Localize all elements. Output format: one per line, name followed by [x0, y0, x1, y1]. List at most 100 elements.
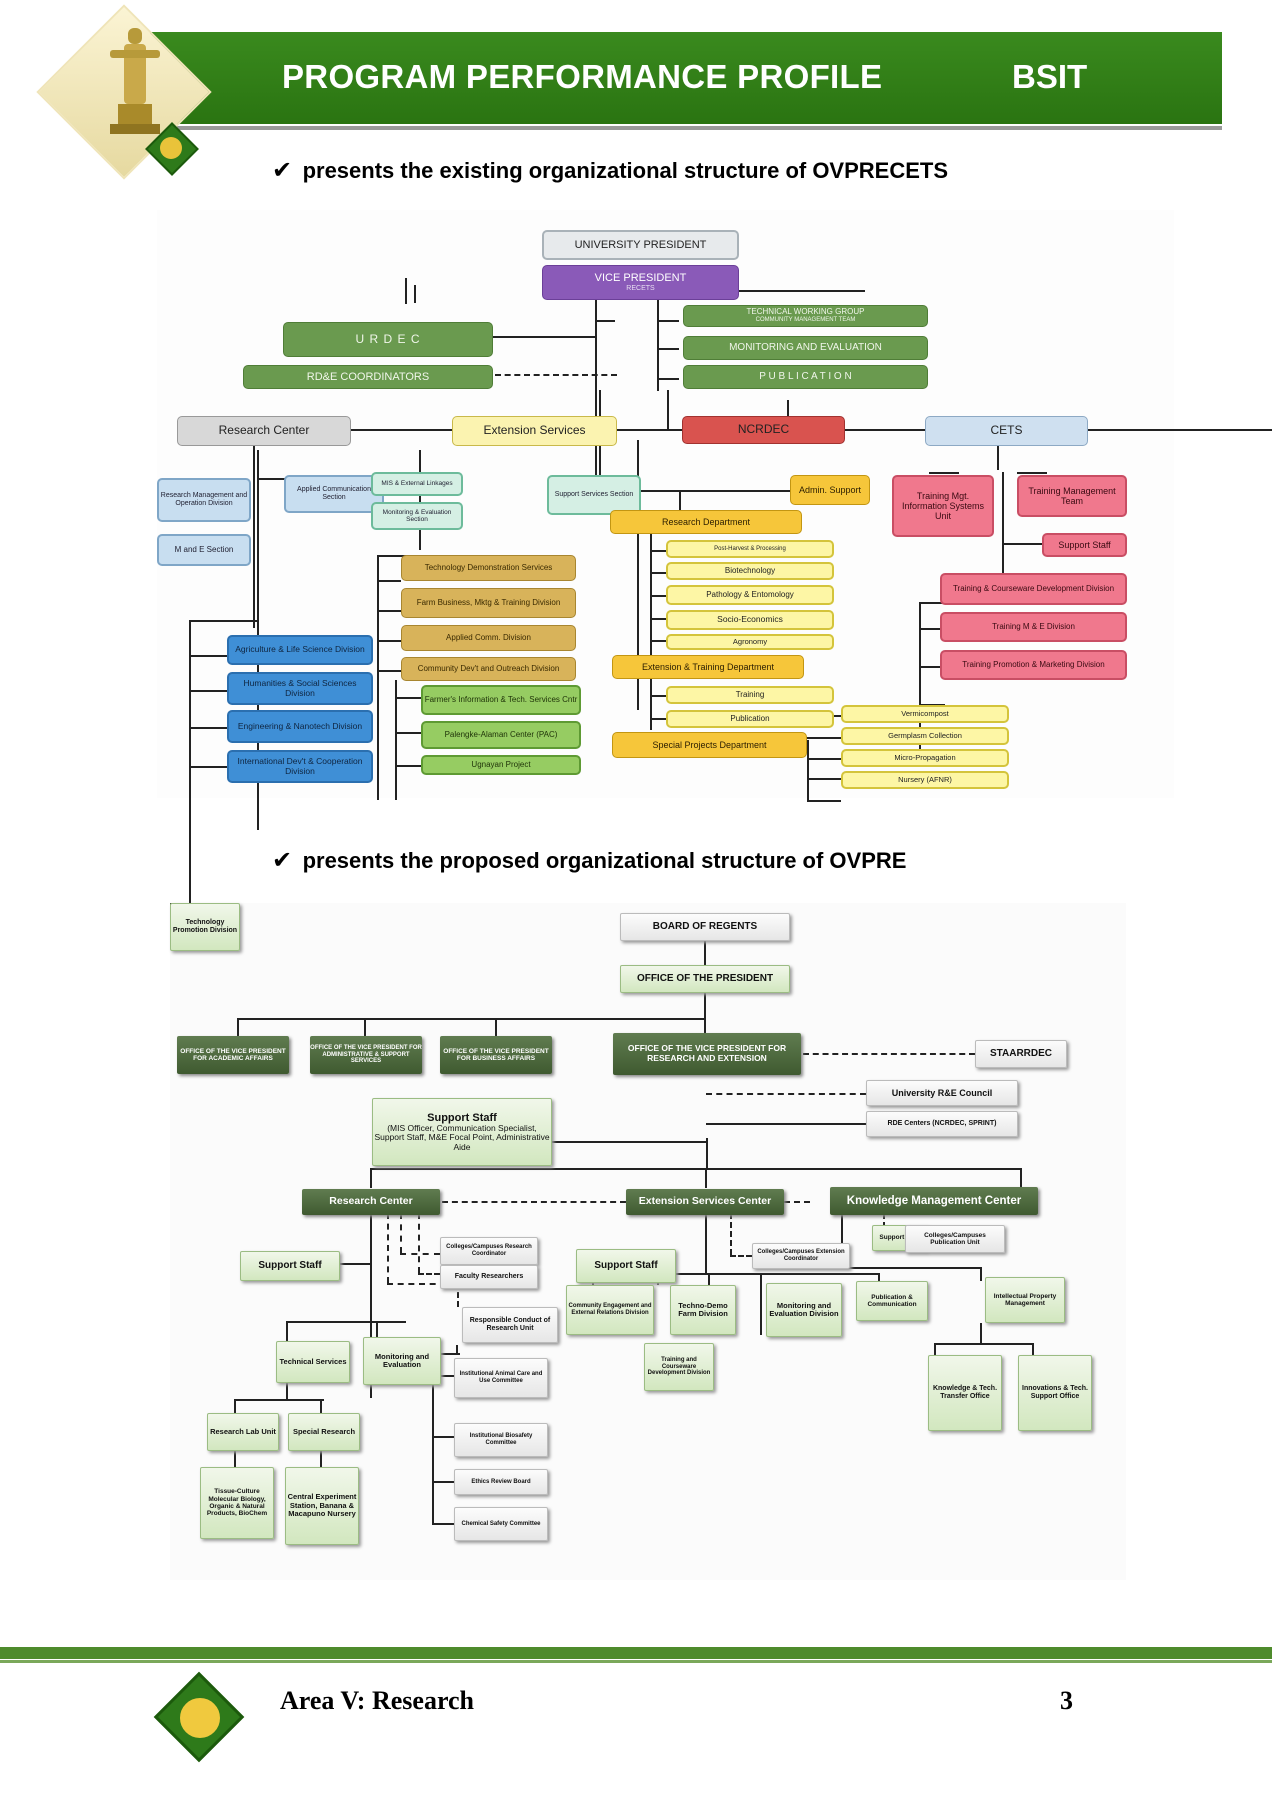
org1-nc-pathology: Pathology & Entomology: [666, 585, 834, 605]
org2-staarrdec: STAARRDEC: [975, 1040, 1067, 1068]
org1-nc-admin: Admin. Support: [790, 475, 870, 505]
check-icon: ✔: [272, 847, 293, 874]
org2-rc-ces: Central Experiment Station, Banana & Mac…: [285, 1467, 359, 1545]
header-seal-center: [160, 137, 182, 159]
caption-1: ✔ presents the existing organizational s…: [272, 156, 948, 185]
org2-rc-support-staff: Support Staff: [240, 1251, 340, 1281]
org2-rdec: RDE Centers (NCRDEC, SPRINT): [866, 1111, 1018, 1137]
org2-km-ipm: Intellectual Property Management: [985, 1277, 1065, 1323]
org2-es-tdf: Techno-Demo Farm Division: [670, 1285, 736, 1335]
org1-rc-div4: International Dev't & Cooperation Divisi…: [227, 750, 373, 783]
org2-esc: Extension Services Center: [626, 1189, 784, 1215]
org2-rc-me: Monitoring and Evaluation: [363, 1337, 441, 1385]
org1-rc-div1: Agriculture & Life Science Division: [227, 635, 373, 665]
header-underline: [150, 126, 1222, 130]
org1-es-pac: Palengke-Alaman Center (PAC): [421, 721, 581, 749]
org1-es-mes: Monitoring & Evaluation Section: [371, 502, 463, 530]
org1-nc-publication: Publication: [666, 710, 834, 728]
org1-nc-nursery: Nursery (AFNR): [841, 771, 1009, 789]
org1-es-tds: Technology Demonstration Services: [401, 555, 576, 581]
org1-es-mis: MIS & External Linkages: [371, 472, 463, 496]
org1-rde-coordinators: RD&E COORDINATORS: [243, 365, 493, 389]
org1-ce-tpm: Training Promotion & Marketing Division: [940, 650, 1127, 680]
org2-rc-ts: Technical Services: [276, 1341, 350, 1383]
org1-twg: TECHNICAL WORKING GROUP COMMUNITY MANAGE…: [683, 305, 928, 327]
org2-rc-crc: Colleges/Campuses Research Coordinator: [440, 1237, 538, 1265]
org1-nc-socioeco: Socio-Economics: [666, 610, 834, 630]
org1-nc-biotech: Biotechnology: [666, 562, 834, 580]
org1-publication: P U B L I C A T I O N: [683, 365, 928, 389]
org2-km-its: Innovations & Tech. Support Office: [1018, 1355, 1092, 1431]
org1-university-president: UNIVERSITY PRESIDENT: [542, 230, 739, 260]
org1-ce-tme: Training M & E Division: [940, 612, 1127, 642]
org1-rc-rmod: Research Management and Operation Divisi…: [157, 478, 251, 522]
caption-2-text: presents the proposed organizational str…: [302, 848, 907, 873]
org2-rc-iacuc: Institutional Animal Care and Use Commit…: [454, 1358, 548, 1398]
org2-ovpaa: OFFICE OF THE VICE PRESIDENT FOR ACADEMI…: [177, 1036, 289, 1074]
org2-rc: Research Center: [302, 1189, 440, 1215]
org1-research-center: Research Center: [177, 416, 351, 446]
org2-es-tpd: Technology Promotion Division: [170, 903, 240, 951]
org2-ovpba: OFFICE OF THE VICE PRESIDENT FOR BUSINES…: [440, 1036, 552, 1074]
org2-rc-ibc: Institutional Biosafety Committee: [454, 1423, 548, 1457]
org1-es-sss: Support Services Section: [547, 475, 641, 515]
check-icon: ✔: [272, 157, 293, 184]
org2-rc-rlu: Research Lab Unit: [207, 1413, 279, 1451]
org2-trunk: [704, 933, 706, 1053]
footer-bar: [0, 1647, 1272, 1659]
org1-ncrdec: NCRDEC: [682, 416, 845, 444]
org2-km-ktt: Knowledge & Tech. Transfer Office: [928, 1355, 1002, 1431]
org1-ce-tmis: Training Mgt. Information Systems Unit: [892, 475, 994, 537]
org1-ce-tcd: Training & Courseware Development Divisi…: [940, 573, 1127, 605]
org1-nc-germplasm: Germplasm Collection: [841, 727, 1009, 745]
page-number: 3: [1060, 1686, 1073, 1715]
org2-rc-csc: Chemical Safety Committee: [454, 1507, 548, 1541]
footer-line: [0, 1660, 1272, 1663]
org1-rc-div3: Engineering & Nanotech Division: [227, 710, 373, 743]
org1-nc-micropropagation: Micro-Propagation: [841, 749, 1009, 767]
org2-es-support-staff: Support Staff: [576, 1249, 676, 1283]
org2-es-mev: Monitoring and Evaluation Division: [766, 1283, 842, 1337]
org1-urdec: U R D E C: [283, 322, 493, 357]
org1-es-ugnayan: Ugnayan Project: [421, 755, 581, 775]
org1-es-acd: Applied Comm. Division: [401, 625, 576, 651]
footer-title: Area V: Research: [280, 1686, 475, 1715]
org1-nc-ext-training: Extension & Training Department: [612, 655, 804, 679]
org1-es-fbm: Farm Business, Mktg & Training Division: [401, 588, 576, 618]
org1-vice-president: VICE PRESIDENT RECETS: [542, 265, 739, 300]
org1-extension-services: Extension Services: [452, 416, 617, 446]
caption-2: ✔ presents the proposed organizational s…: [272, 846, 906, 875]
org1-trunk: [595, 290, 597, 502]
org1-nc-special-projects: Special Projects Department: [612, 732, 807, 758]
org1-es-cdo: Community Dev't and Outreach Division: [401, 657, 576, 681]
org2-rc-rcr: Responsible Conduct of Research Unit: [462, 1307, 558, 1343]
org-chart-proposed: BOARD OF REGENTS OFFICE OF THE PRESIDENT…: [170, 903, 1126, 1580]
org2-urec: University R&E Council: [866, 1080, 1018, 1106]
org1-ce-tmt: Training Management Team: [1017, 475, 1127, 517]
org1-nc-research-dept: Research Department: [610, 510, 802, 534]
org1-nc-training: Training: [666, 686, 834, 704]
org2-bor: BOARD OF REGENTS: [620, 913, 790, 941]
org2-km-pc: Publication & Communication: [856, 1281, 928, 1321]
footer-seal-center: [178, 1696, 222, 1740]
org2-rc-fr: Faculty Researchers: [440, 1265, 538, 1289]
org1-rc-me: M and E Section: [157, 534, 251, 566]
org2-ovpass: OFFICE OF THE VICE PRESIDENT FOR ADMINIS…: [310, 1036, 422, 1074]
page-title: PROGRAM PERFORMANCE PROFILE: [282, 58, 883, 95]
org1-nc-postharvest: Post-Harvest & Processing: [666, 540, 834, 558]
org2-rc-sr: Special Research: [288, 1413, 360, 1451]
header-bar: [150, 32, 1222, 124]
org1-monitoring: MONITORING AND EVALUATION: [683, 336, 928, 360]
org1-nc-agronomy: Agronomy: [666, 634, 834, 650]
org1-rc-acs: Applied Communication Section: [284, 475, 384, 513]
org2-op: OFFICE OF THE PRESIDENT: [620, 965, 790, 993]
org2-es-cec: Colleges/Campuses Extension Coordinator: [752, 1243, 850, 1269]
org1-nc-vermicompost: Vermicompost: [841, 705, 1009, 723]
org-chart-existing: UNIVERSITY PRESIDENT VICE PRESIDENT RECE…: [157, 210, 1272, 970]
org2-es-cee: Community Engagement and External Relati…: [566, 1285, 654, 1335]
org2-es-tcd: Training and Courseware Development Divi…: [644, 1343, 714, 1391]
org2-support-staff: Support Staff (MIS Officer, Communicatio…: [372, 1098, 552, 1166]
org2-rc-erb: Ethics Review Board: [454, 1469, 548, 1495]
org1-rc-div2: Humanities & Social Sciences Division: [227, 672, 373, 705]
org2-rc-tc: Tissue-Culture Molecular Biology, Organi…: [200, 1467, 274, 1539]
